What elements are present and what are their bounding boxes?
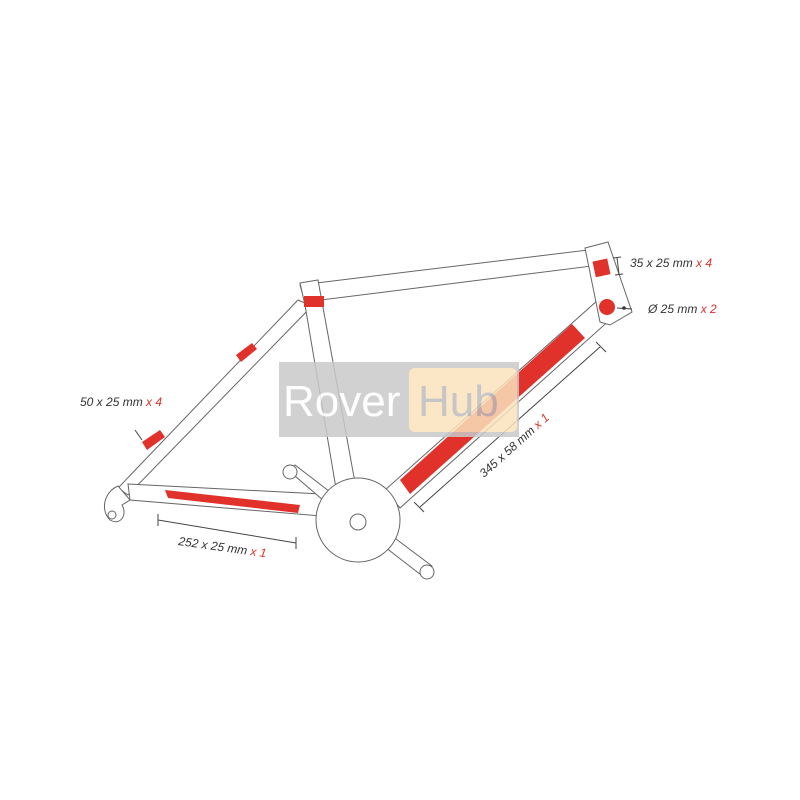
label-chainstay: 252 x 25 mm x 1	[177, 534, 268, 560]
patch-seat-stay-1	[236, 343, 257, 362]
patch-head-round	[599, 299, 615, 315]
top-tube	[299, 249, 593, 303]
patch-chainstay	[165, 490, 300, 513]
svg-text:Hub: Hub	[418, 377, 499, 426]
patch-head-top	[592, 258, 611, 278]
patch-seat-stay-2	[142, 430, 165, 450]
svg-text:Rover: Rover	[283, 377, 400, 426]
label-seat-stay: 50 x 25 mm x 4	[80, 395, 162, 409]
label-head-top: 35 x 25 mm x 4	[630, 256, 712, 270]
watermark-logo: Rover Hub	[279, 362, 519, 437]
patch-top-tube	[304, 296, 324, 307]
label-head-round: Ø 25 mm x 2	[647, 302, 717, 316]
